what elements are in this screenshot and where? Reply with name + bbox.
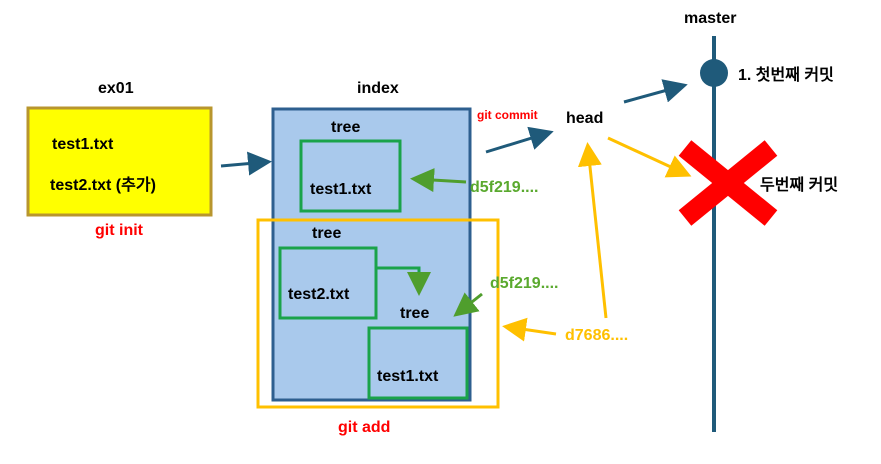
git-add-label: git add — [338, 419, 390, 436]
hash-label-3: d7686.... — [565, 327, 628, 344]
tree-inner-label: tree — [400, 305, 429, 322]
tree-mid-label: tree — [312, 225, 341, 242]
index-to-head-arrow — [485, 126, 554, 154]
workdir-file2: test2.txt (추가) — [50, 175, 156, 194]
hash3-arrow — [502, 317, 557, 342]
tree-inner-file: test1.txt — [377, 368, 439, 385]
test2-to-tree-arrow — [376, 266, 431, 296]
git-init-label: git init — [95, 222, 144, 239]
index-box — [271, 107, 472, 402]
workdir-title: ex01 — [98, 80, 134, 97]
tree-top-label: tree — [331, 119, 360, 136]
tree-mid-file: test2.txt — [288, 286, 350, 303]
tree-top-file: test1.txt — [310, 181, 372, 198]
git-add-highlight — [256, 218, 500, 409]
hash-label-2: d5f219.... — [490, 275, 558, 292]
git-commit-label: git commit — [477, 108, 538, 122]
workdir-box — [26, 106, 213, 217]
master-label: master — [684, 10, 736, 27]
tree-inner-box — [367, 326, 469, 400]
head-to-commit2-arrow — [607, 136, 692, 178]
hash1-arrow — [410, 168, 467, 193]
index-title: index — [357, 80, 399, 97]
workdir-to-index-arrow — [220, 151, 272, 176]
workdir-file1: test1.txt — [52, 136, 114, 153]
head-label: head — [566, 110, 603, 127]
hash3-to-head-arrow — [577, 142, 608, 319]
hash2-arrow — [453, 292, 483, 317]
hash-label-1: d5f219.... — [470, 179, 538, 196]
commit1-label: 1. 첫번째 커밋 — [738, 65, 834, 84]
tree-top-box — [299, 139, 402, 213]
commit2-label: 두번째 커밋 — [760, 176, 838, 194]
commit1-node — [700, 59, 728, 87]
head-to-commit1-arrow — [623, 79, 688, 104]
cross-out-icon — [678, 140, 778, 226]
tree-mid-box — [278, 246, 378, 320]
